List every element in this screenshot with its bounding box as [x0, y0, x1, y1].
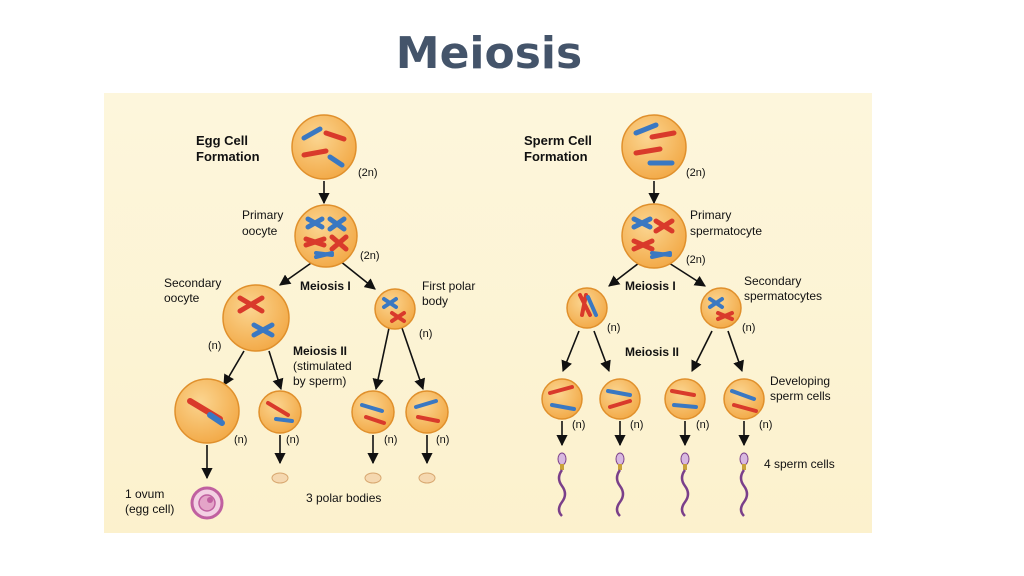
- egg-ovum-label-line2: (egg cell): [125, 502, 174, 516]
- egg-heading-line2: Formation: [196, 149, 260, 164]
- sperm-developing-label-line2: sperm cells: [770, 389, 831, 403]
- sperm-secondary-spermatocyte-right-cell: [700, 287, 742, 329]
- meiosis-diagram: Egg Cell Formation (2n) Primary oocyte (…: [125, 114, 835, 520]
- sperm-ploidy-row-1: (n): [572, 419, 585, 431]
- sperm-ploidy-secondary-right: (n): [742, 322, 755, 334]
- egg-meiosis-1-label: Meiosis I: [300, 279, 351, 293]
- sperm-ploidy-secondary-left: (n): [607, 322, 620, 334]
- sperm-secondary-label-line2: spermatocytes: [744, 289, 822, 303]
- egg-ploidy-row-2: (n): [286, 434, 299, 446]
- sperm-arrows: [556, 181, 750, 447]
- egg-polar-bodies-label: 3 polar bodies: [306, 491, 381, 505]
- sperm-heading-line1: Sperm Cell: [524, 133, 592, 148]
- egg-ploidy-polar: (n): [419, 328, 432, 340]
- sperm-meiosis-2-label: Meiosis II: [625, 345, 679, 359]
- polar-bodies-icon: [271, 472, 436, 484]
- egg-polar-cell-3: [405, 390, 449, 434]
- diagram-panel: Egg Cell Formation (2n) Primary oocyte (…: [104, 93, 872, 533]
- egg-primary-oocyte-cell: [294, 204, 358, 268]
- egg-polar-cell-2: [351, 390, 395, 434]
- egg-ovum-precursor-cell: [174, 378, 240, 444]
- egg-polar-label-line1: First polar: [422, 279, 475, 293]
- page-title: Meiosis: [395, 28, 583, 79]
- egg-first-polar-body-cell: [374, 288, 416, 330]
- egg-ploidy-primary: (2n): [360, 250, 380, 262]
- sperm-secondary-spermatocyte-left-cell: [566, 287, 608, 329]
- egg-polar-cell-1: [258, 390, 302, 434]
- egg-meiosis-2-label: Meiosis II: [293, 344, 347, 358]
- sperm-primary-label-line1: Primary: [690, 208, 731, 222]
- egg-arrows: [201, 181, 433, 480]
- sperm-secondary-label-line1: Secondary: [744, 274, 801, 288]
- sperm-heading-line2: Formation: [524, 149, 588, 164]
- sperm-ploidy-row-4: (n): [759, 419, 772, 431]
- developing-sperm-cell-2: [599, 378, 641, 420]
- sperm-ploidy-2n: (2n): [686, 167, 706, 179]
- sperm-primary-label-line2: spermatocyte: [690, 224, 762, 238]
- sperm-cells-label: 4 sperm cells: [764, 457, 835, 471]
- egg-secondary-label-line1: Secondary: [164, 276, 221, 290]
- developing-sperm-cell-1: [541, 378, 583, 420]
- developing-sperm-cell-4: [723, 378, 765, 420]
- egg-primary-label-line2: oocyte: [242, 224, 278, 238]
- sperm-ploidy-row-2: (n): [630, 419, 643, 431]
- egg-ploidy-row-4: (n): [436, 434, 449, 446]
- egg-ovum-label-line1: 1 ovum: [125, 487, 164, 501]
- egg-ploidy-row-3: (n): [384, 434, 397, 446]
- egg-parent-cell: [291, 114, 357, 180]
- sperm-parent-cell: [621, 114, 687, 180]
- developing-sperm-cell-3: [664, 378, 706, 420]
- egg-secondary-oocyte-cell: [222, 284, 290, 352]
- ovum-egg-cell-icon: [190, 486, 224, 520]
- sperm-cells-icon: [557, 452, 749, 517]
- sperm-developing-label-line1: Developing: [770, 374, 830, 388]
- egg-polar-label-line2: body: [422, 294, 448, 308]
- sperm-meiosis-1-label: Meiosis I: [625, 279, 676, 293]
- sperm-ploidy-row-3: (n): [696, 419, 709, 431]
- sperm-ploidy-primary: (2n): [686, 254, 706, 266]
- egg-ploidy-secondary: (n): [208, 340, 221, 352]
- egg-secondary-label-line2: oocyte: [164, 291, 200, 305]
- egg-ploidy-row-1: (n): [234, 434, 247, 446]
- egg-ploidy-2n: (2n): [358, 167, 378, 179]
- egg-meiosis-2-note-line2: by sperm): [293, 374, 346, 388]
- sperm-primary-spermatocyte-cell: [621, 203, 687, 269]
- egg-primary-label-line1: Primary: [242, 208, 283, 222]
- egg-meiosis-2-note-line1: (stimulated: [293, 359, 352, 373]
- egg-heading-line1: Egg Cell: [196, 133, 248, 148]
